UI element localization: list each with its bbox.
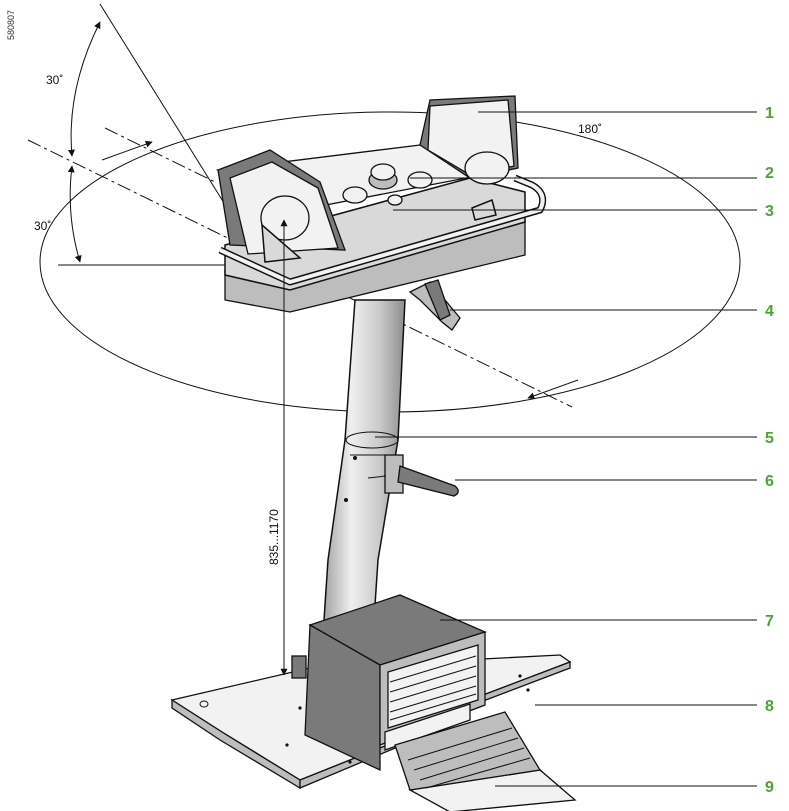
reference-code: 580807 <box>6 10 16 40</box>
control-head <box>215 95 547 313</box>
foot-switch <box>304 594 487 772</box>
angle-rotation-label: 180˚ <box>578 122 602 136</box>
height-adjust-lever <box>367 454 459 497</box>
angle-top-label: 30˚ <box>46 73 63 87</box>
callout-2: 2 <box>765 165 774 182</box>
callout-6: 6 <box>765 473 774 490</box>
callout-3: 3 <box>765 203 774 220</box>
front-step <box>394 711 577 811</box>
callout-leaders <box>375 111 757 787</box>
callout-9: 9 <box>765 779 774 796</box>
angle-bottom-label: 30˚ <box>34 219 51 233</box>
plate-bracket <box>291 655 307 679</box>
callout-8: 8 <box>765 698 774 715</box>
tilt-lever <box>408 279 461 331</box>
callout-5: 5 <box>765 430 774 447</box>
height-range-label: 835...1170 <box>267 509 281 565</box>
angle-arcs <box>67 21 101 263</box>
callout-4: 4 <box>765 303 774 320</box>
callout-1: 1 <box>765 105 774 122</box>
callout-7: 7 <box>765 613 774 630</box>
